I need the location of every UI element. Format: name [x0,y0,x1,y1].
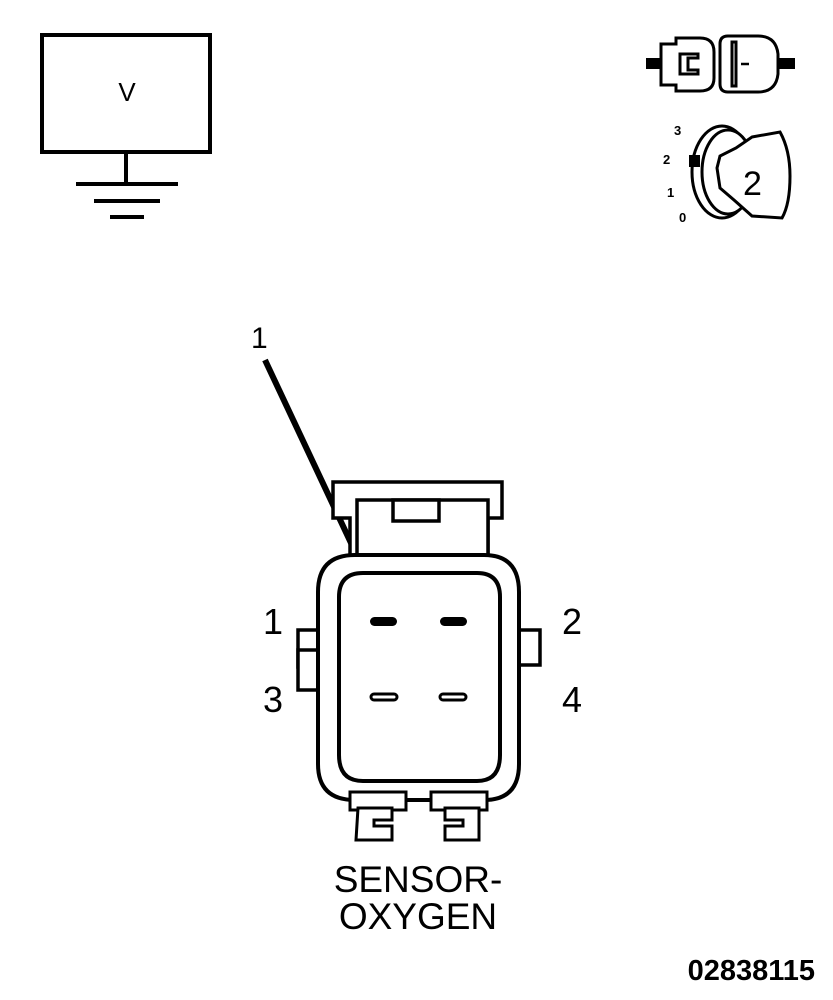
connector-name-line-2: OXYGEN [339,896,497,937]
ignition-key-position: 2 [743,165,762,203]
ignition-key-icon: 3 2 1 0 2 [663,123,792,225]
pin-1-socket [370,617,397,626]
pin-label-3: 3 [263,679,283,720]
pin-label-4: 4 [562,679,582,720]
connector-name-line-1: SENSOR- [334,859,503,900]
ignition-position-1: 1 [667,185,674,200]
voltmeter-icon: V [40,33,212,154]
ground-icon [76,152,178,219]
ignition-position-2: 2 [663,152,670,167]
pin-3-socket [369,692,399,702]
ignition-position-3: 3 [674,123,681,138]
pin-2-socket [440,617,467,626]
pin-label-2: 2 [562,601,582,642]
connector-disconnected-icon [646,34,795,94]
pin-4-socket [438,692,468,702]
voltmeter-symbol: V [118,77,136,107]
pin-label-1: 1 [263,601,283,642]
callout-number: 1 [251,322,268,355]
figure-id: 02838115 [688,955,815,987]
ignition-position-0: 0 [679,210,686,225]
oxygen-sensor-connector [296,480,542,842]
